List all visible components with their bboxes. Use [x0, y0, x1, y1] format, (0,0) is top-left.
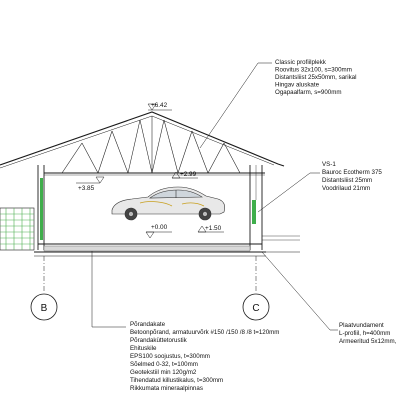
wall-note-line: VS-1 [322, 161, 336, 168]
foundation-note-line: L-profiil, h=400mm [339, 330, 390, 337]
triangle-level-marker-icon [171, 171, 181, 179]
roof-note-line: Roovitus 32x100, s=300mm [275, 67, 352, 74]
truss-web [61, 116, 241, 174]
leader-foundation [261, 251, 338, 331]
triangle-level-marker-icon [95, 176, 105, 184]
adjacent-gate [0, 207, 35, 251]
leader-lines [91, 62, 338, 331]
left-wall-window [40, 178, 43, 240]
left-wall [37, 165, 45, 250]
car-icon [111, 186, 226, 221]
foundation-note-line: Plaatvundament [339, 322, 384, 329]
axis-label-b: B [41, 303, 48, 314]
roof-outer-line [0, 111, 285, 167]
roof-note: Classic profiilplekk Roovitus 32x100, s=… [275, 59, 357, 96]
floor-note: Põrandakate Betoonpõrand, armatuurvõrk #… [130, 321, 279, 392]
foundation-note: Plaatvundament L-profiil, h=400mm Armeer… [339, 322, 397, 345]
level-floor: +0.00 [145, 224, 172, 239]
level-ridge: +6.42 [147, 102, 172, 111]
leader-floor [91, 251, 126, 328]
floor-note-line: EPS100 soojustus, t=300mm [130, 353, 210, 360]
wall-note-line: Distantsliist 25mm [322, 177, 372, 184]
level-beam: +2.99 [171, 171, 198, 179]
grid-axis-b: B [30, 256, 58, 321]
roof-note-line: Classic profiilplekk [275, 59, 327, 66]
floor-note-line: Põrandaküttetorustik [130, 337, 188, 344]
triangle-level-marker-icon [197, 225, 207, 233]
level-ridge-label: +6.42 [151, 102, 168, 109]
level-floor-label: +0.00 [151, 224, 168, 231]
right-wall [249, 165, 300, 250]
floor-note-line: Betoonpõrand, armatuurvõrk #150 /150 /8 … [130, 329, 279, 336]
floor-note-line: Rikkumata mineraalpinnas [130, 385, 203, 392]
roof-note-line: Hingav aluskate [275, 82, 320, 89]
floor-note-line: Tihendatud killustikalus, t=300mm [130, 377, 223, 384]
leader-roof [199, 62, 272, 149]
roof-note-line: Distantsliist 25x50mm, sarikal [275, 74, 357, 81]
roof-note-line: Ogapaalfarm, s=900mm [275, 89, 342, 96]
floor-note-line: Geotekstiil min 120g/m2 [130, 369, 197, 376]
foundation-note-line: Armeeritud 5x12mm, [339, 338, 397, 345]
floor-note-line: Ehituskile [130, 345, 157, 352]
floor-slab [34, 243, 266, 257]
level-eave-label: +3.85 [78, 185, 95, 192]
level-platform-label: +1.50 [205, 225, 222, 232]
level-platform: +1.50 [197, 225, 224, 233]
floor-note-line: Sõelmed 0-32, t=100mm [130, 361, 198, 368]
roof [0, 111, 285, 176]
level-eave: +3.85 [76, 176, 105, 192]
triangle-level-marker-icon [145, 231, 155, 239]
leader-wall [257, 172, 320, 213]
level-beam-label: +2.99 [180, 171, 197, 178]
axis-label-c: C [252, 303, 259, 314]
right-wall-insulation [252, 200, 256, 224]
floor-note-line: Põrandakate [130, 321, 166, 328]
grid-axis-c: C [242, 256, 270, 321]
wall-note-line: Bauroc Ecotherm 375 [322, 169, 382, 176]
wall-note-line: Voodrilaud 21mm [322, 185, 370, 192]
floor-layers-hatch [43, 245, 251, 252]
wall-note: VS-1 Bauroc Ecotherm 375 Distantsliist 2… [322, 161, 382, 192]
triangle-level-marker-icon [147, 103, 157, 111]
